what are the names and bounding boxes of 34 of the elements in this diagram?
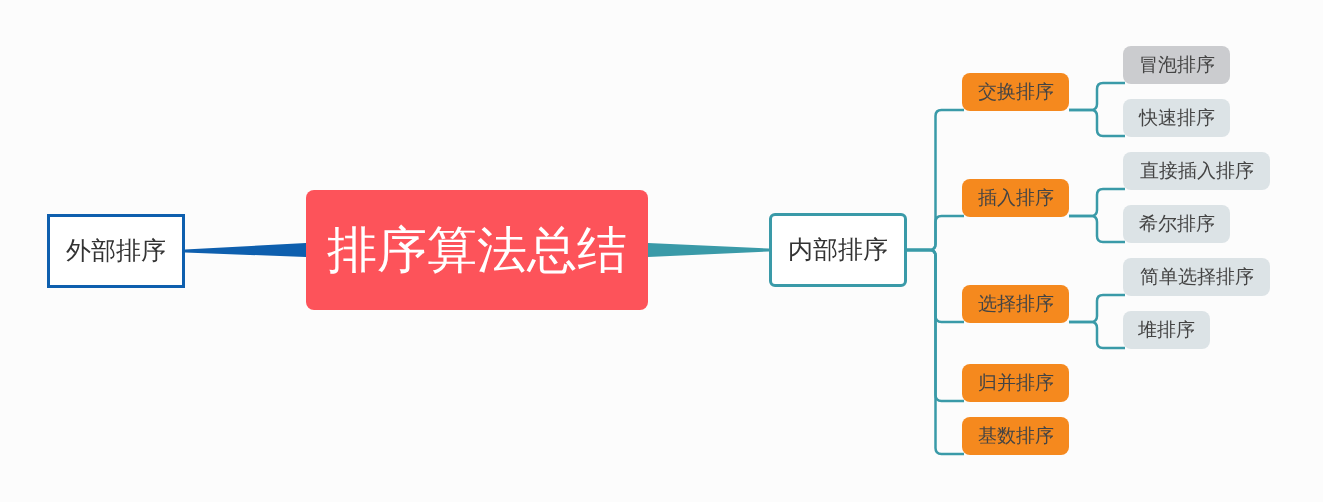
- topic-label: 外部排序: [66, 235, 166, 267]
- connector-line: [1069, 320, 1125, 350]
- connector-line: [1069, 214, 1125, 244]
- central-topic-box: [306, 190, 648, 310]
- topic-label: 基数排序: [977, 424, 1054, 448]
- subtopic-box: [962, 73, 1069, 111]
- topic-label: 简单选择排序: [1139, 265, 1254, 289]
- topic-label: 插入排序: [977, 186, 1054, 210]
- subtopic-box: [962, 285, 1069, 323]
- subtopic-box: [1123, 99, 1230, 137]
- topic-label: 快速排序: [1138, 106, 1215, 130]
- subtopic-box: [1123, 152, 1270, 190]
- topic-label: 交换排序: [977, 80, 1054, 104]
- topic-label: 堆排序: [1138, 318, 1195, 342]
- subtopic-box: [962, 179, 1069, 217]
- tapered-connector: [648, 243, 769, 257]
- subtopic-box: [1123, 46, 1230, 84]
- topic-label: 选择排序: [977, 292, 1054, 316]
- subtopic-box: [1123, 311, 1210, 349]
- topic-box: [769, 213, 907, 287]
- topic-label: 归并排序: [977, 371, 1054, 395]
- subtopic-box: [1123, 258, 1270, 296]
- subtopic-box: [962, 417, 1069, 455]
- subtopic-box: [962, 364, 1069, 402]
- subtopic-box: [1123, 205, 1230, 243]
- topic-label: 排序算法总结: [327, 220, 627, 280]
- topic-label: 直接插入排序: [1139, 159, 1254, 183]
- connector-line: [1069, 108, 1125, 138]
- connector-line: [907, 248, 964, 456]
- tapered-connector: [185, 243, 306, 257]
- topic-label: 希尔排序: [1138, 212, 1215, 236]
- topic-label: 内部排序: [788, 234, 888, 266]
- topic-box: [47, 214, 185, 288]
- topic-label: 冒泡排序: [1138, 53, 1215, 77]
